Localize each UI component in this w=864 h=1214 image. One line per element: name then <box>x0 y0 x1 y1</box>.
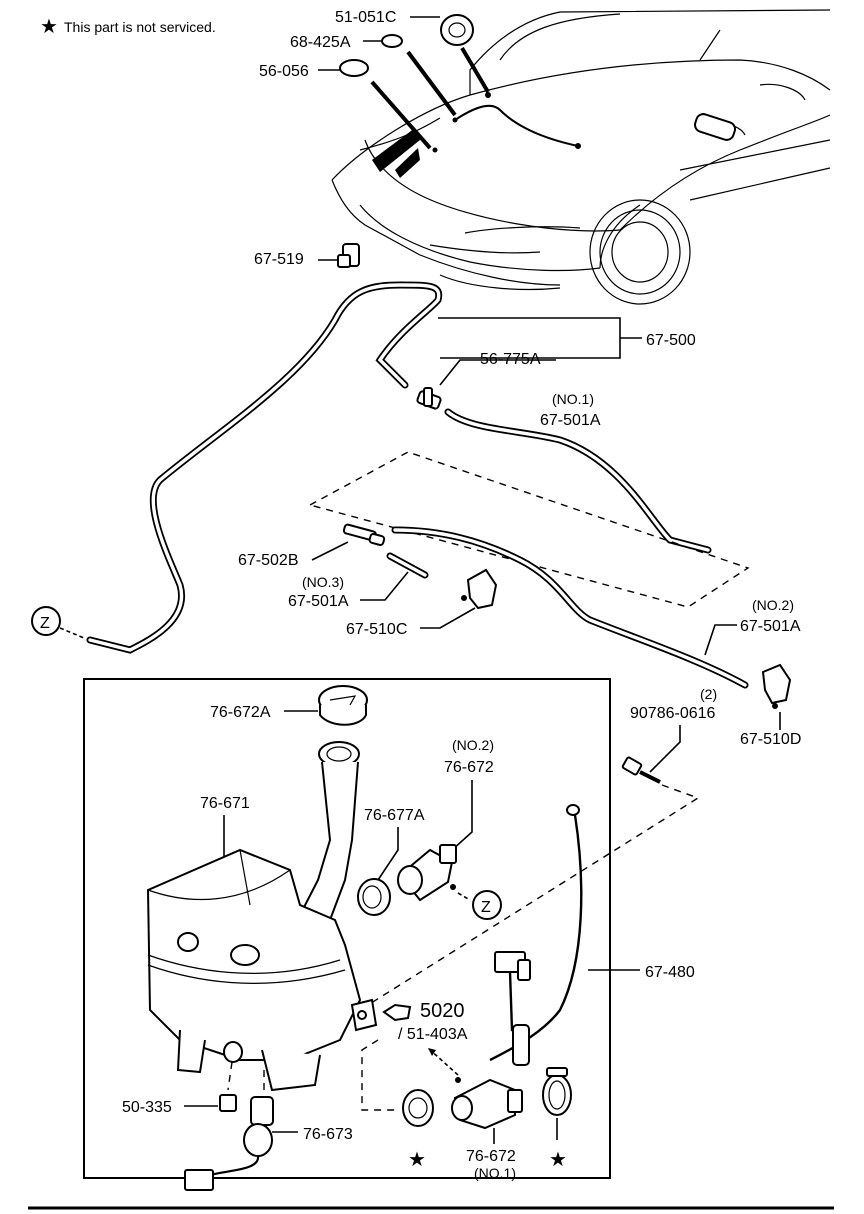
label-76-672-no1-qualifier: (NO.1) <box>474 1165 516 1181</box>
label-67-480: 67-480 <box>645 964 695 981</box>
part-67-510C-nozzle <box>461 568 498 610</box>
hose-67-500 <box>86 281 443 654</box>
legend-star-icon: ★ <box>40 16 58 38</box>
car-body-illustration <box>331 9 831 305</box>
ref-z-label-top: Z <box>40 615 50 632</box>
label-51-051C: 51-051C <box>335 9 396 26</box>
label-50-335: 50-335 <box>122 1099 172 1116</box>
part-90786-0616-bolt <box>621 756 661 784</box>
part-67-519-clip <box>337 243 360 268</box>
label-76-672-no1: 76-672 <box>466 1148 516 1165</box>
part-76-677A-grommet <box>357 878 391 916</box>
label-67-510D: 67-510D <box>740 731 801 748</box>
part-hose-clamp <box>542 1067 572 1116</box>
reservoir-assembly-box <box>83 678 611 1179</box>
hand-pointer-icon <box>382 1003 412 1022</box>
label-56-775A: 56-775A <box>480 351 541 368</box>
not-serviced-star-icon: ★ <box>408 1149 426 1171</box>
label-67-510C: 67-510C <box>346 621 407 638</box>
hose-67-501A-no1 <box>444 408 712 554</box>
part-pump-grommet <box>402 1089 434 1127</box>
part-67-510D-nozzle <box>761 663 792 709</box>
label-76-672-no2-qualifier: (NO.2) <box>452 737 494 753</box>
dashed-group-outline <box>308 451 750 608</box>
label-76-672A: 76-672A <box>210 704 271 721</box>
ref-z-circle-top <box>31 606 61 636</box>
label-51-403A: / 51-403A <box>398 1026 468 1043</box>
label-67-500: 67-500 <box>646 332 696 349</box>
label-90786-qty: (2) <box>700 686 717 702</box>
part-67-480-harness <box>489 804 583 1066</box>
label-67-519: 67-519 <box>254 251 304 268</box>
label-67-501A-no2-qualifier: (NO.2) <box>752 597 794 613</box>
part-76-672A-cap <box>318 685 368 726</box>
label-67-501A-no1: 67-501A <box>540 412 601 429</box>
part-56-775A-joint <box>416 387 442 410</box>
label-67-501A-no1-qualifier: (NO.1) <box>552 391 594 407</box>
label-90786-0616: 90786-0616 <box>630 705 716 722</box>
part-51-051C-grommet <box>440 14 474 46</box>
label-68-425A: 68-425A <box>290 34 351 51</box>
ref-z-circle-bottom <box>472 890 502 920</box>
part-76-672-no1-pump <box>451 1077 523 1130</box>
label-76-671: 76-671 <box>200 795 250 812</box>
part-56-056-cap <box>339 59 369 77</box>
part-76-671-reservoir-tank <box>146 848 378 1092</box>
part-50-335-nut <box>219 1041 243 1112</box>
label-56-056: 56-056 <box>259 63 309 80</box>
label-67-501A-no3: 67-501A <box>288 593 349 610</box>
part-68-425A-cap <box>381 34 403 48</box>
label-67-501A-no2: 67-501A <box>740 618 801 635</box>
legend-text: This part is not serviced. <box>64 19 216 35</box>
label-76-672-no2: 76-672 <box>444 759 494 776</box>
label-67-501A-no3-qualifier: (NO.3) <box>302 574 344 590</box>
part-67-502B-joint <box>342 523 386 546</box>
label-5020: 5020 <box>420 1000 465 1022</box>
part-76-671-filler-neck <box>298 741 360 922</box>
part-76-672-no2-pump <box>397 844 457 902</box>
part-76-673-level-sensor <box>184 1070 274 1191</box>
ref-z-label-bottom: Z <box>481 899 491 916</box>
label-76-673: 76-673 <box>303 1126 353 1143</box>
not-serviced-star-icon: ★ <box>549 1149 567 1171</box>
hose-67-501A-no3 <box>386 552 429 579</box>
label-67-502B: 67-502B <box>238 552 299 569</box>
hose-67-501A-no2 <box>391 526 749 689</box>
label-76-677A: 76-677A <box>364 807 425 824</box>
